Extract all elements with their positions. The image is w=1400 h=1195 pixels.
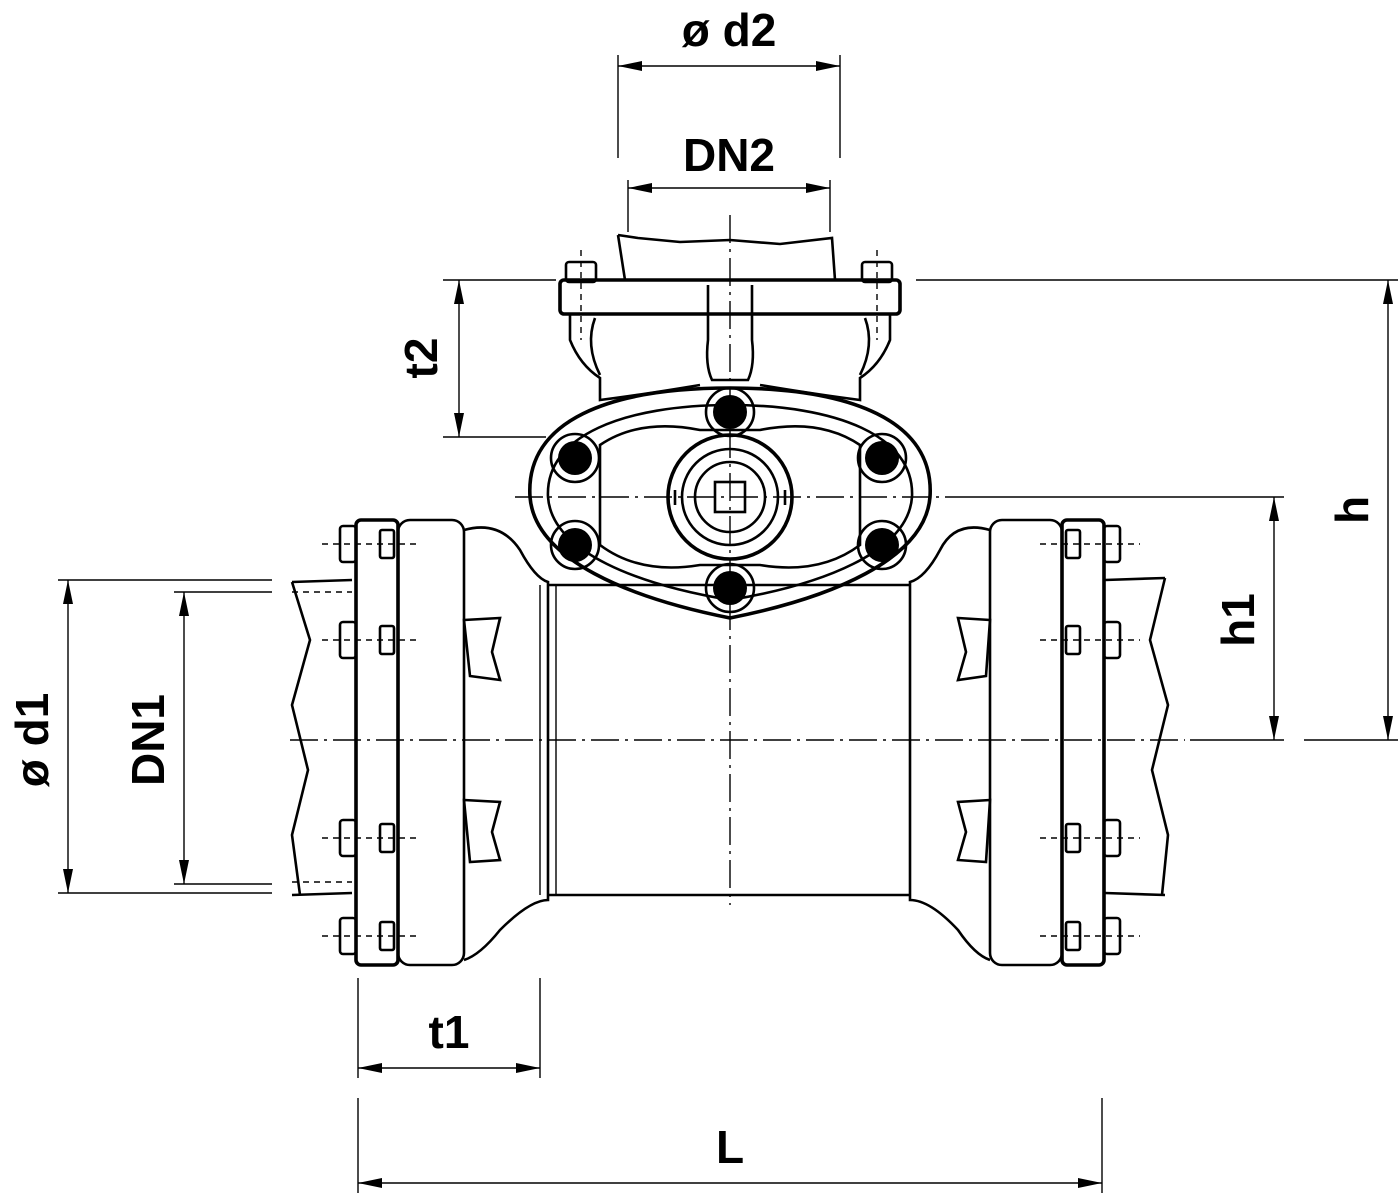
label-dn1: DN1 bbox=[122, 694, 174, 786]
label-h1: h1 bbox=[1212, 593, 1264, 647]
saddle-plate bbox=[528, 386, 932, 620]
dimension-t1: t1 bbox=[357, 978, 541, 1078]
label-dn2: DN2 bbox=[683, 129, 775, 181]
label-d2: ø d2 bbox=[682, 4, 777, 56]
label-d1: ø d1 bbox=[6, 693, 58, 788]
label-L: L bbox=[716, 1121, 744, 1173]
left-flange-bolts bbox=[322, 524, 420, 956]
label-t1: t1 bbox=[429, 1006, 470, 1058]
dimension-d1: ø d1 bbox=[6, 579, 272, 894]
tapping-port bbox=[666, 433, 794, 561]
dimension-h1: h1 bbox=[945, 496, 1284, 741]
dimension-dn1: DN1 bbox=[122, 591, 272, 885]
right-flange-bolts bbox=[1040, 524, 1140, 956]
dimension-L: L bbox=[357, 1098, 1103, 1193]
dimension-dn2: DN2 bbox=[627, 129, 831, 232]
dimension-t2: t2 bbox=[395, 279, 556, 438]
right-flange bbox=[956, 518, 1140, 967]
dimension-d2: ø d2 bbox=[617, 4, 841, 158]
saddle-bolts bbox=[549, 386, 908, 614]
left-flange bbox=[322, 518, 502, 967]
left-pipe bbox=[290, 578, 353, 897]
label-t2: t2 bbox=[395, 338, 447, 379]
label-h: h bbox=[1326, 496, 1378, 524]
dimension-h: h bbox=[916, 279, 1398, 741]
right-pipe bbox=[1104, 576, 1170, 897]
